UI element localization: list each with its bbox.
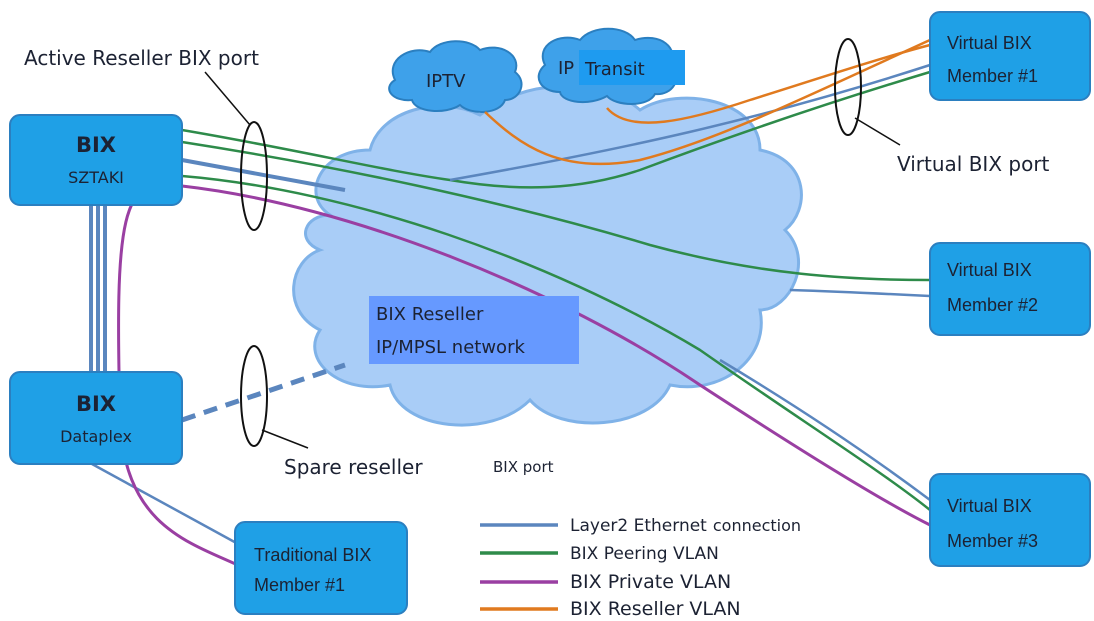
connection-lines	[89, 38, 931, 567]
active-reseller-port-ellipse	[240, 121, 268, 231]
iptv-cloud	[388, 40, 523, 113]
edge-dataplex-traditional-layer2	[91, 462, 241, 547]
transit-label: Transit	[584, 59, 645, 80]
edge-iptv-vm1-reseller	[484, 38, 931, 166]
node-line2: Member #1	[254, 575, 345, 595]
edge-cloud-vm3-layer2	[719, 358, 931, 502]
edge-sztaki-vm3-peering	[181, 174, 931, 511]
node-line2: Member #1	[947, 66, 1038, 86]
node-subtitle: SZTAKI	[68, 168, 124, 187]
spare-reseller-port-ellipse	[240, 345, 268, 447]
node-bix-dataplex[interactable]: BIX Dataplex	[9, 371, 183, 465]
iptv-label: IPTV	[426, 71, 466, 92]
node-line1: Virtual BIX	[947, 260, 1032, 280]
legend-label: BIX Private VLAN	[570, 571, 731, 593]
spare-bix-port-label: BIX port	[493, 458, 554, 476]
edge-sztaki-vm3-private	[181, 184, 931, 527]
legend-label: BIX Reseller VLAN	[570, 598, 741, 620]
edge-transit-vm1-reseller	[606, 43, 931, 124]
spare-reseller-label: Spare reseller	[284, 455, 423, 479]
active-port-leader	[204, 71, 251, 126]
node-line2: Member #2	[947, 295, 1038, 315]
node-title: BIX	[76, 133, 116, 157]
node-bix-sztaki[interactable]: BIX SZTAKI	[9, 114, 183, 206]
node-traditional-member-1[interactable]: Traditional BIX Member #1	[234, 521, 408, 615]
spare-port-leader	[261, 429, 309, 449]
reseller-network-highlight	[369, 296, 579, 364]
active-reseller-port-label: Active Reseller BIX port	[24, 46, 259, 70]
virtual-port-leader	[854, 117, 901, 146]
legend-label: BIX Peering VLAN	[570, 544, 719, 564]
node-line2: Member #3	[947, 531, 1038, 551]
legend-label-suffix: connection	[713, 516, 801, 535]
node-title: BIX	[76, 392, 116, 416]
node-line1: Traditional BIX	[254, 545, 371, 565]
node-subtitle: Dataplex	[60, 427, 132, 446]
reseller-network-cloud	[292, 84, 803, 427]
edge-sztaki-vm2-peering	[181, 140, 931, 282]
node-virtual-member-3[interactable]: Virtual BIX Member #3	[929, 473, 1091, 567]
reseller-network-line1: BIX Reseller	[376, 304, 484, 325]
virtual-bix-port-ellipse	[834, 38, 862, 136]
edge-dataplex-cloud-spare	[181, 362, 346, 423]
reseller-network-line2: IP/MPSL network	[376, 337, 525, 358]
ip-label: IP	[558, 58, 574, 79]
node-virtual-member-1[interactable]: Virtual BIX Member #1	[929, 11, 1091, 101]
edge-sztaki-vm1-peering	[181, 70, 931, 189]
node-line1: Virtual BIX	[947, 33, 1032, 53]
node-line1: Virtual BIX	[947, 496, 1032, 516]
transit-highlight	[579, 50, 685, 85]
virtual-bix-port-label: Virtual BIX port	[897, 152, 1050, 176]
edge-sztaki-cloud-layer2	[181, 158, 346, 192]
node-virtual-member-2[interactable]: Virtual BIX Member #2	[929, 242, 1091, 336]
edge-cloud-vm2-layer2	[789, 288, 931, 298]
